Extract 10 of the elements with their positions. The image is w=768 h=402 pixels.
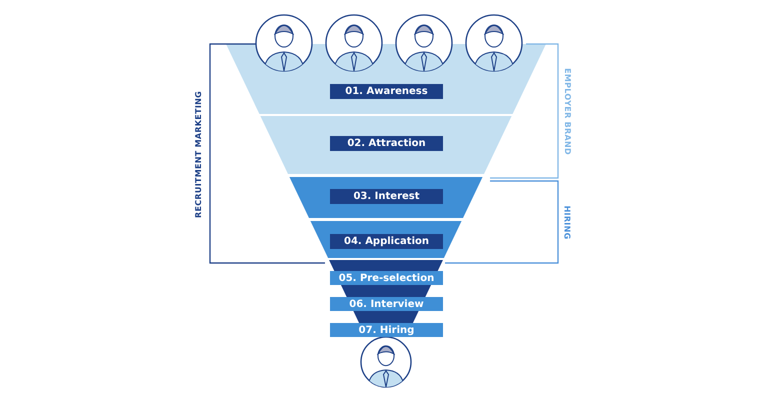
stage-label: 02. Attraction bbox=[330, 136, 443, 151]
bracket-label: HIRING bbox=[562, 205, 572, 239]
bracket-label: RECRUITMENT MARKETING bbox=[193, 90, 202, 218]
stage-label: 07. Hiring bbox=[330, 323, 443, 337]
stage-label: 05. Pre-selection bbox=[330, 271, 443, 285]
bracket-label: EMPLOYER BRAND bbox=[562, 68, 572, 154]
stage-label: 04. Application bbox=[330, 234, 443, 249]
stage-label: 01. Awareness bbox=[330, 84, 443, 99]
stage-label: 03. Interest bbox=[330, 189, 443, 204]
stage-label: 06. Interview bbox=[330, 297, 443, 311]
